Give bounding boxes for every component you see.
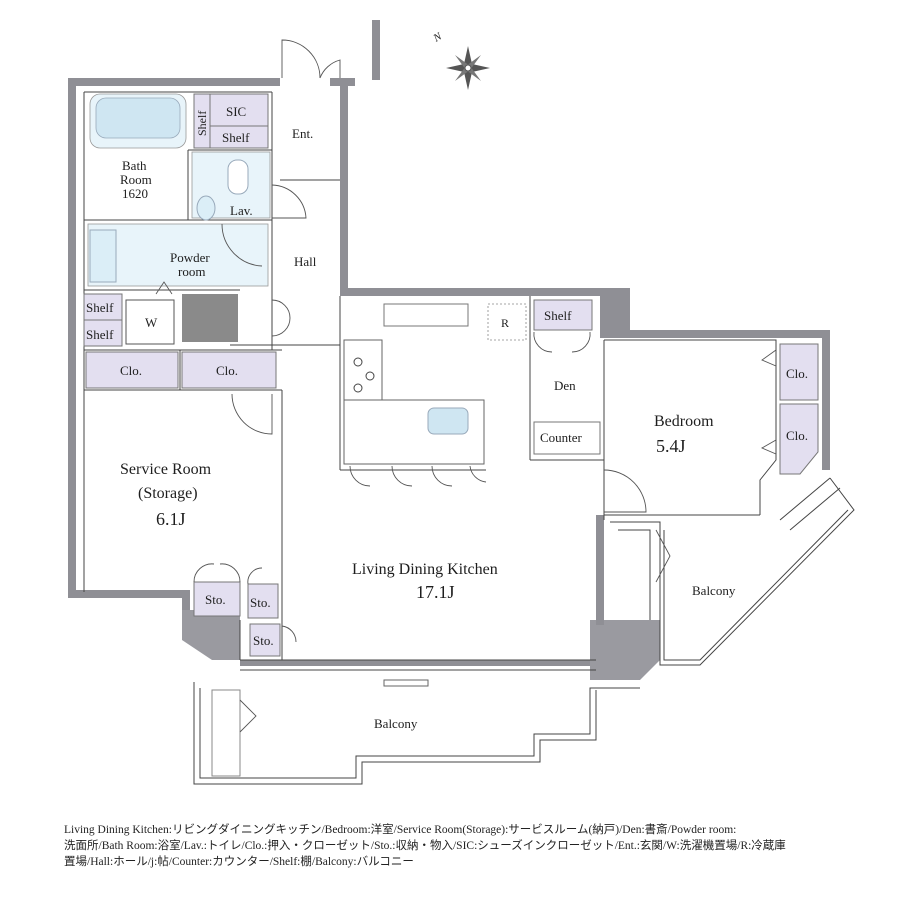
service-room-name: Service Room (120, 461, 212, 478)
compass-north-label: N (431, 30, 445, 45)
ldk-size: 17.1J (416, 582, 455, 602)
bedroom: Bedroom 5.4J Clo. Clo. (604, 339, 819, 515)
powder-room: Powder room (87, 223, 269, 287)
counter-label: Counter (540, 430, 583, 445)
shelf-w2-label: Shelf (86, 327, 114, 342)
balcony-right-label: Balcony (692, 583, 736, 598)
legend-line-3: 置場/Hall:ホール/j:帖/Counter:カウンター/Shelf:棚/Ba… (64, 856, 414, 868)
sto-left-label: Sto. (205, 592, 226, 607)
shelf-sic-vertical: Shelf (195, 111, 209, 136)
floor-plan: N Bath Room 1620 Shelf SIC Shelf Ent. La… (68, 20, 855, 785)
sto-bottom-label: Sto. (253, 633, 274, 648)
legend-line-1: Living Dining Kitchen:リビングダイニングキッチン/Bedr… (64, 824, 737, 836)
sic-area: Shelf SIC Shelf (193, 93, 269, 149)
lavatory: Lav. (191, 151, 307, 221)
hall-door (271, 299, 291, 337)
service-room-size: 6.1J (156, 509, 186, 529)
clo-bed2-label: Clo. (786, 428, 808, 443)
ldk-name: Living Dining Kitchen (352, 561, 498, 578)
kitchen: R (343, 303, 527, 487)
clo-bed1-label: Clo. (786, 366, 808, 381)
den-label: Den (554, 378, 576, 393)
closets-left: Clo. Clo. (85, 351, 277, 389)
bath-room: Bath Room 1620 (89, 93, 187, 201)
shelf-sic-horizontal: Shelf (222, 130, 250, 145)
bath-label: Bath (122, 158, 147, 173)
living-dining-kitchen: Living Dining Kitchen 17.1J (240, 561, 596, 687)
interior-walls (83, 91, 760, 661)
clo-right-label: Clo. (216, 363, 238, 378)
bedroom-name: Bedroom (654, 413, 714, 430)
shelf-w1-label: Shelf (86, 300, 114, 315)
shelf-den-label: Shelf (544, 308, 572, 323)
exterior-walls (68, 20, 830, 680)
laundry-area: Shelf Shelf W (83, 281, 238, 347)
legend-line-2: 洗面所/Bath Room:浴室/Lav.:トイレ/Clo.:押入・クローゼット… (64, 840, 786, 852)
powder-label-line2: room (178, 264, 205, 279)
entrance: Ent. (281, 39, 341, 141)
bedroom-size: 5.4J (656, 436, 686, 456)
hall-label: Hall (294, 254, 317, 269)
powder-label: Powder (170, 250, 210, 265)
bath-size-label: 1620 (122, 186, 148, 201)
fridge-label: R (501, 316, 509, 330)
bath-label-line2: Room (120, 172, 152, 187)
legend: Living Dining Kitchen:リビングダイニングキッチン/Bedr… (64, 822, 904, 870)
balcony-bottom-label: Balcony (374, 716, 418, 731)
clo-left-label: Clo. (120, 363, 142, 378)
storage-bottom-left: Sto. Sto. Sto. (193, 563, 297, 657)
service-room: Service Room (Storage) 6.1J (120, 393, 273, 529)
service-room-sub: (Storage) (138, 485, 198, 502)
balcony-right: Balcony (610, 477, 855, 666)
compass-icon: N (431, 30, 490, 90)
sto-mid-label: Sto. (250, 595, 271, 610)
ent-label: Ent. (292, 126, 313, 141)
lav-label: Lav. (230, 203, 253, 218)
den: Shelf Den Counter (533, 299, 647, 513)
sic-label: SIC (226, 104, 246, 119)
washer-label: W (145, 315, 158, 330)
balcony-bottom: Balcony (193, 682, 640, 785)
